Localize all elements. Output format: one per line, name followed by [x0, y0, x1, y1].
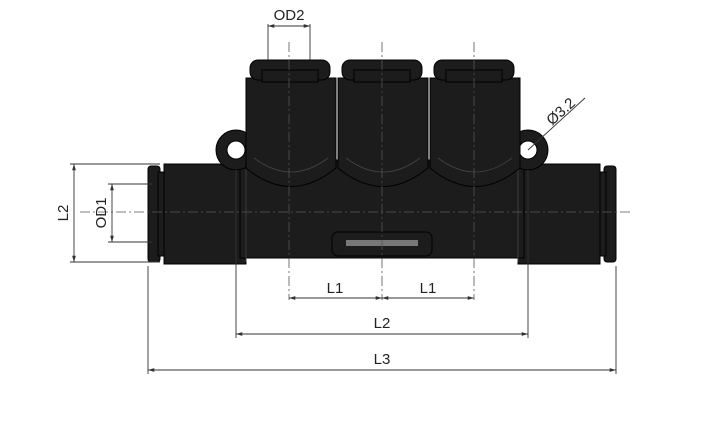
- branch-port-1: [245, 59, 337, 187]
- label-l1-left: L1: [327, 280, 344, 297]
- label-diameter: Ø3.2: [543, 95, 579, 129]
- dimension-od1: OD1: [93, 183, 152, 243]
- center-lines: [80, 42, 630, 300]
- branch-port-3: [429, 59, 521, 187]
- label-od1: OD1: [93, 198, 110, 229]
- dimension-diameter: Ø3.2: [527, 95, 586, 151]
- manifold-fitting: [147, 59, 617, 265]
- label-l2-vertical: L2: [55, 205, 72, 222]
- label-l3: L3: [374, 351, 391, 368]
- dimension-l3: L3: [147, 266, 617, 374]
- dimension-l1: L1 L1: [289, 280, 474, 300]
- dimension-od2: OD2: [267, 7, 311, 60]
- label-l2-horizontal: L2: [374, 315, 391, 332]
- branch-port-2: [337, 59, 429, 187]
- left-collet: [147, 163, 247, 265]
- dimension-l2-horizontal: L2: [235, 170, 529, 338]
- dimension-l2-vertical: L2: [55, 163, 160, 263]
- label-od2: OD2: [274, 7, 305, 24]
- right-collet: [517, 163, 617, 265]
- label-l1-right: L1: [420, 280, 437, 297]
